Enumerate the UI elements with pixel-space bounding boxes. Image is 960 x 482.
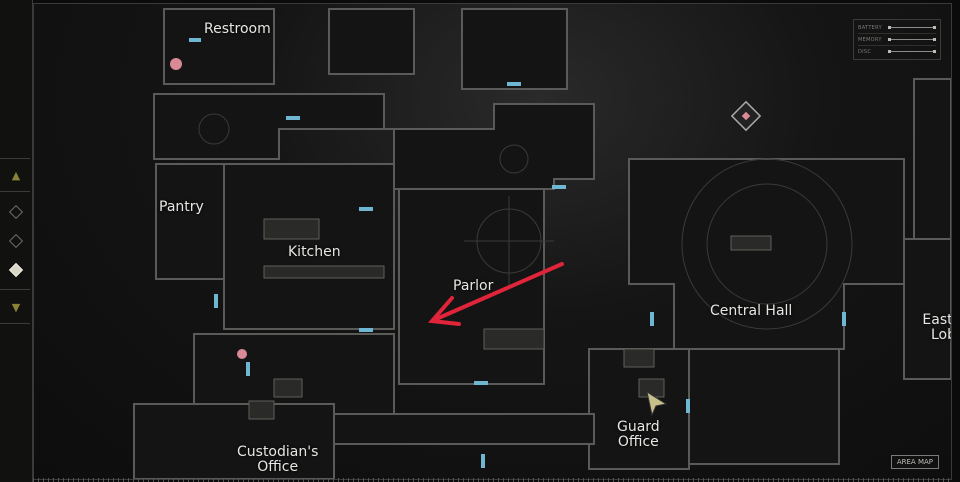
divider (0, 191, 30, 192)
room (328, 8, 415, 75)
diamond-icon (8, 204, 24, 220)
corridor (333, 413, 595, 445)
corridor (193, 333, 395, 415)
kitchen-room (223, 163, 395, 330)
room-label-parlor: Parlor (453, 278, 494, 294)
door (650, 312, 654, 326)
map-view[interactable]: Restroom Pantry Kitchen Parlor Central H… (33, 3, 952, 480)
floor-option[interactable] (2, 200, 30, 224)
status-bar (888, 50, 936, 53)
label-line: Lob (931, 327, 951, 343)
objective-arrow (427, 262, 564, 326)
door (189, 38, 201, 42)
status-bar (888, 26, 936, 29)
status-memory: MEMORY (858, 34, 936, 46)
pantry-room (155, 163, 232, 280)
label-line: Guard (617, 419, 660, 435)
restroom-room (163, 8, 275, 85)
divider (0, 289, 30, 290)
status-battery: BATTERY (858, 22, 936, 34)
staircase (681, 158, 853, 330)
room-label-custodian-office: Custodian's Office (237, 445, 318, 475)
item-icon (170, 58, 247, 359)
typewriter-icon (623, 348, 655, 368)
label-line: Office (257, 459, 299, 475)
divider (0, 158, 30, 159)
label-line: Custodian's (237, 444, 319, 460)
room-label-kitchen: Kitchen (288, 244, 341, 260)
label-line: East (922, 312, 952, 328)
door (552, 185, 566, 189)
door (842, 312, 846, 326)
east-lobby-room (903, 238, 951, 380)
area-map-button[interactable]: AREA MAP (890, 455, 939, 469)
triangle-down-icon: ▼ (11, 300, 21, 314)
typewriter-icon (273, 378, 303, 398)
door (246, 362, 250, 376)
door (359, 207, 373, 211)
status-label: DISC (858, 48, 872, 55)
door (481, 454, 485, 468)
door (474, 381, 488, 385)
typewriter-icon (248, 400, 275, 420)
status-label: MEMORY (858, 36, 882, 43)
floor-option-current[interactable] (2, 258, 30, 282)
door (507, 82, 521, 86)
hallway (153, 93, 595, 190)
status-bar (888, 38, 936, 41)
floor-plan (133, 8, 951, 479)
save-room-icon (730, 100, 762, 132)
status-disc: DISC (858, 46, 936, 57)
label-line: Office (617, 434, 659, 450)
parlor-room (398, 188, 545, 385)
custodian-office-room (133, 403, 335, 479)
room-label-restroom: Restroom (204, 21, 271, 37)
bottom-ruler (33, 478, 950, 482)
diamond-icon (8, 233, 24, 249)
room-label-guard-office: Guard Office (617, 420, 660, 450)
room-label-east-lobby: East Lob (919, 312, 952, 343)
player-cursor-icon (646, 390, 668, 417)
floor-up-button[interactable]: ▲ (0, 160, 32, 190)
status-label: BATTERY (858, 24, 882, 31)
room (688, 348, 840, 465)
diamond-active-icon (8, 262, 24, 278)
room-label-central-hall: Central Hall (710, 303, 793, 319)
door (359, 328, 373, 332)
status-panel: BATTERY MEMORY DISC (853, 19, 941, 60)
room-label-pantry: Pantry (159, 199, 204, 215)
floor-sidebar: ▲ ▼ (0, 0, 33, 482)
room (461, 8, 568, 90)
triangle-up-icon: ▲ (11, 168, 21, 182)
floor-option[interactable] (2, 229, 30, 253)
door (286, 116, 300, 120)
floor-down-button[interactable]: ▼ (0, 292, 32, 322)
divider (0, 323, 30, 324)
guard-office-room (588, 348, 690, 470)
room (913, 78, 951, 240)
door (214, 294, 218, 308)
doors (189, 38, 846, 468)
door (686, 399, 690, 413)
central-hall-room (628, 158, 905, 350)
